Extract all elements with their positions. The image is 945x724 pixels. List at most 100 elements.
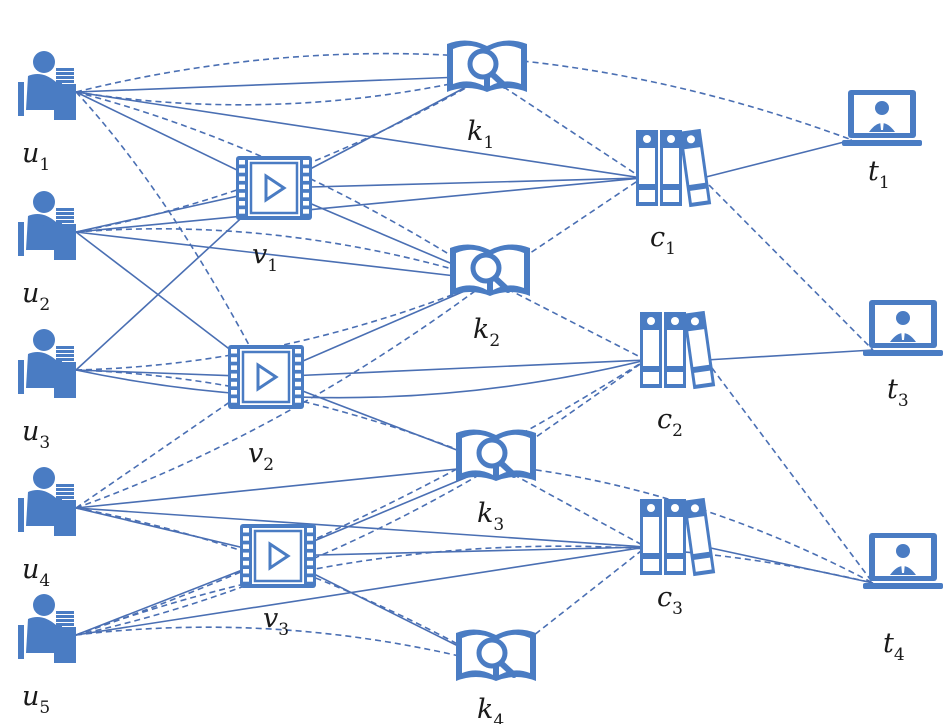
- dashed-edge-k1-c1: [486, 75, 643, 179]
- label-t1-sub: 1: [879, 173, 890, 193]
- label-u5-sub: 5: [39, 698, 50, 718]
- label-u2-base: u: [22, 278, 39, 309]
- user-at-desk-node-u3: [18, 329, 76, 398]
- book-search-node-k4: [456, 629, 536, 681]
- label-k4-base: k: [477, 694, 493, 724]
- label-k3: k3: [477, 498, 504, 535]
- dashed-edge-u2-k2: [75, 228, 491, 281]
- label-v1-sub: 1: [267, 256, 278, 276]
- label-t3: t3: [887, 374, 909, 411]
- solid-edge-c2-t3: [705, 349, 874, 361]
- label-t4-sub: 4: [894, 645, 905, 665]
- label-u2: u2: [22, 278, 50, 315]
- label-c2: c2: [657, 404, 683, 441]
- label-c3: c3: [657, 582, 683, 619]
- label-u2-sub: 2: [39, 295, 50, 315]
- laptop-teacher-icon: [842, 90, 922, 146]
- binder-folders-icon: [640, 310, 716, 390]
- label-v2: v2: [248, 438, 274, 475]
- laptop-teacher-icon: [863, 533, 943, 589]
- laptop-teacher-node-t4: [863, 533, 943, 589]
- dashed-edge-c1-t3: [701, 177, 874, 351]
- user-at-desk-icon: [18, 191, 76, 260]
- user-at-desk-icon: [18, 329, 76, 398]
- book-search-icon: [456, 629, 536, 681]
- label-u1-base: u: [22, 138, 39, 169]
- user-at-desk-node-u1: [18, 51, 76, 120]
- label-c3-sub: 3: [672, 599, 683, 619]
- laptop-teacher-node-t1: [842, 90, 922, 146]
- label-t4-base: t: [883, 628, 894, 659]
- binder-folders-node-c2: [640, 310, 716, 390]
- label-t4: t4: [883, 628, 905, 665]
- video-play-node-v1: [236, 156, 312, 220]
- laptop-teacher-icon: [863, 300, 943, 356]
- solid-edge-u4-k3: [75, 464, 497, 509]
- label-k3-sub: 3: [493, 515, 504, 535]
- label-v3-base: v: [263, 603, 278, 634]
- dashed-edge-u1-v2: [75, 91, 267, 378]
- video-play-icon: [228, 345, 304, 409]
- label-u4-base: u: [22, 554, 39, 585]
- label-v2-base: v: [248, 438, 263, 469]
- video-play-node-v2: [228, 345, 304, 409]
- solid-edge-c1-t1: [701, 139, 853, 179]
- nodes-layer: [18, 40, 943, 681]
- book-search-icon: [447, 40, 527, 93]
- solid-edge-v1-c1: [273, 177, 643, 189]
- label-t3-sub: 3: [898, 391, 909, 411]
- label-k2-base: k: [473, 314, 489, 345]
- label-v3: v3: [263, 603, 289, 640]
- video-play-icon: [240, 524, 316, 588]
- label-u4: u4: [22, 554, 50, 591]
- book-search-icon: [450, 244, 530, 296]
- label-t1: t1: [868, 156, 890, 193]
- book-search-icon: [456, 429, 536, 481]
- label-u5: u5: [22, 681, 50, 718]
- label-u3-sub: 3: [39, 433, 50, 453]
- dashed-edge-u1-k1: [75, 75, 488, 106]
- solid-edge-u3-c2: [75, 359, 647, 399]
- book-search-node-k3: [456, 429, 536, 481]
- solid-edge-u2-c1: [75, 177, 643, 233]
- solid-edge-u4-c3: [75, 507, 647, 548]
- dashed-edge-c2-t4: [705, 359, 874, 584]
- binder-folders-node-c3: [640, 497, 716, 577]
- label-k3-base: k: [477, 498, 493, 529]
- label-u1: u1: [22, 138, 50, 175]
- solid-edge-u2-k2: [75, 231, 491, 281]
- label-v2-sub: 2: [263, 455, 274, 475]
- solid-edge-u1-c1: [75, 91, 643, 179]
- solid-edge-u5-c3: [75, 546, 647, 636]
- label-c1-base: c: [650, 222, 665, 253]
- solid-edge-u1-k1: [75, 75, 488, 93]
- book-search-node-k1: [447, 40, 527, 93]
- laptop-teacher-node-t3: [863, 300, 943, 356]
- binder-folders-icon: [640, 497, 716, 577]
- label-k4-sub: 4: [493, 711, 504, 724]
- label-c2-sub: 2: [672, 421, 683, 441]
- solid-edge-v3-c3: [277, 546, 647, 557]
- label-u5-base: u: [22, 681, 39, 712]
- user-at-desk-icon: [18, 51, 76, 120]
- label-k2-sub: 2: [489, 331, 500, 351]
- video-play-node-v3: [240, 524, 316, 588]
- label-v1: v1: [252, 239, 278, 276]
- dashed-edge-u4-k4: [75, 507, 497, 666]
- label-c2-base: c: [657, 404, 672, 435]
- label-v1-base: v: [252, 239, 267, 270]
- binder-folders-node-c1: [636, 128, 712, 208]
- label-c1-sub: 1: [665, 239, 676, 259]
- label-k1-sub: 1: [483, 133, 494, 153]
- label-t3-base: t: [887, 374, 898, 405]
- label-c1: c1: [650, 222, 676, 259]
- dashed-edge-u5-t4: [75, 545, 874, 636]
- user-at-desk-node-u4: [18, 467, 76, 536]
- user-at-desk-node-u5: [18, 594, 76, 663]
- binder-folders-icon: [636, 128, 712, 208]
- dashed-edge-u5-c2: [75, 359, 647, 636]
- book-search-node-k2: [450, 244, 530, 296]
- user-at-desk-icon: [18, 467, 76, 536]
